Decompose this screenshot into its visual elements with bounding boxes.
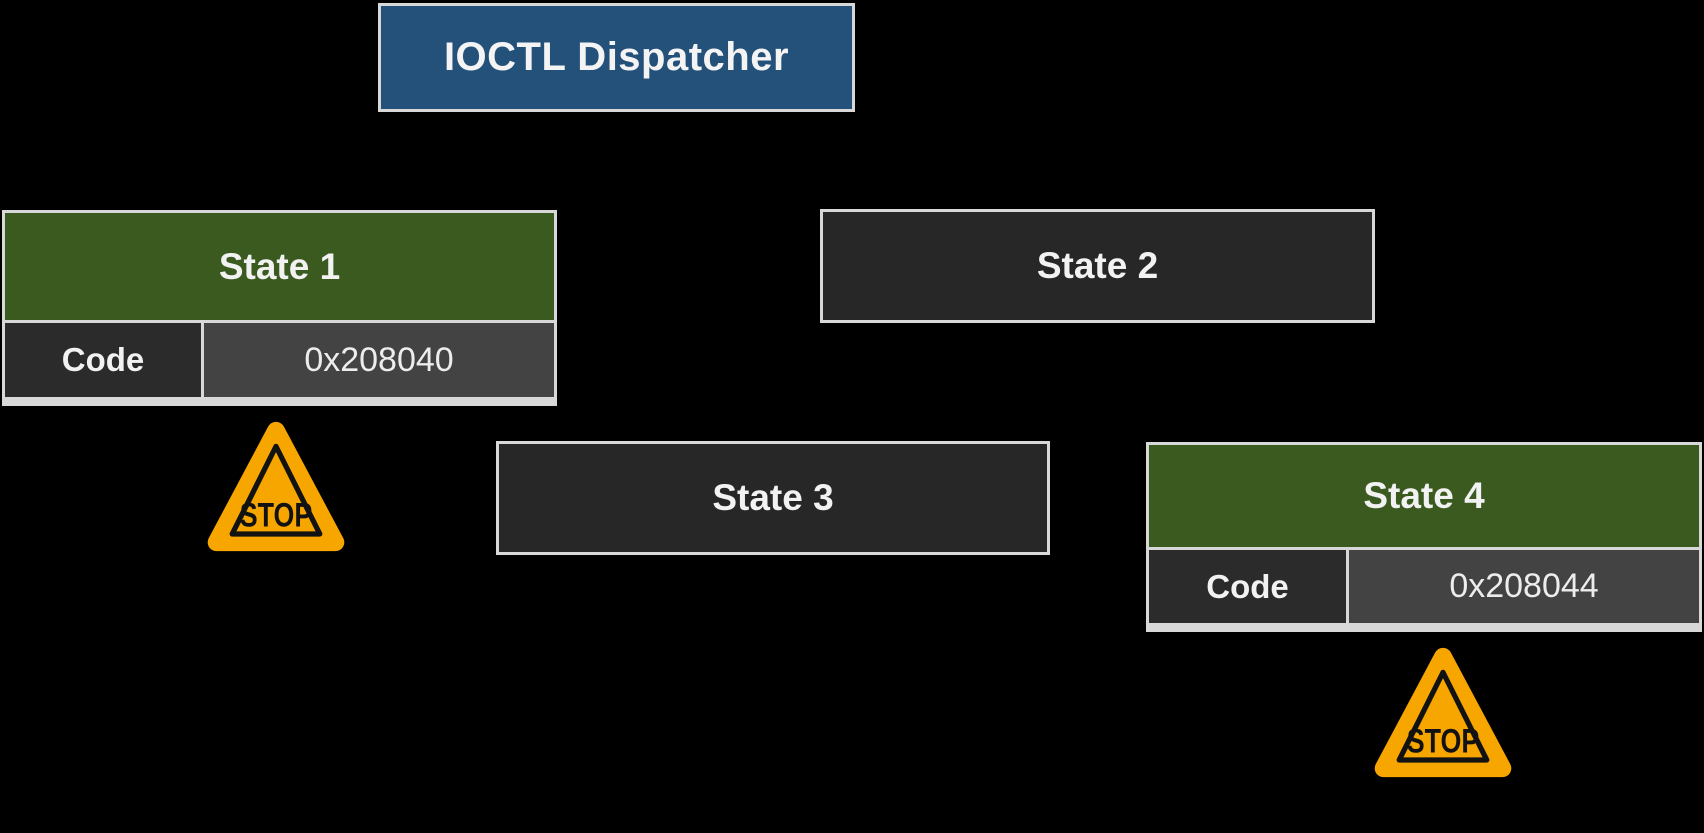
state-4-label: State 4: [1363, 475, 1485, 516]
state-1-header: State 1: [5, 213, 554, 320]
stop-warning-icon: STOP: [207, 421, 345, 552]
ioctl-dispatcher-label: IOCTL Dispatcher: [443, 35, 790, 79]
state-1-code-value-cell: 0x208040: [204, 323, 554, 397]
state-2-label: State 2: [1036, 245, 1159, 286]
state-4-header: State 4: [1149, 445, 1699, 547]
state-4-code-label-cell: Code: [1149, 550, 1346, 623]
state-1-code-label-cell: Code: [5, 323, 201, 397]
stop-text: STOP: [1407, 721, 1480, 760]
state-3-node: State 3: [496, 441, 1050, 555]
stop-text: STOP: [240, 495, 313, 534]
state-2-node: State 2: [820, 209, 1375, 323]
stop-warning-icon: STOP: [1374, 647, 1512, 778]
state-1-node: State 1 Code 0x208040: [2, 210, 557, 406]
state-1-label: State 1: [218, 245, 341, 287]
state-3-label: State 3: [712, 477, 834, 518]
state-4-code-value-cell: 0x208044: [1349, 550, 1699, 623]
ioctl-dispatcher-node: IOCTL Dispatcher: [378, 3, 855, 112]
state-4-node: State 4 Code 0x208044: [1146, 442, 1702, 632]
